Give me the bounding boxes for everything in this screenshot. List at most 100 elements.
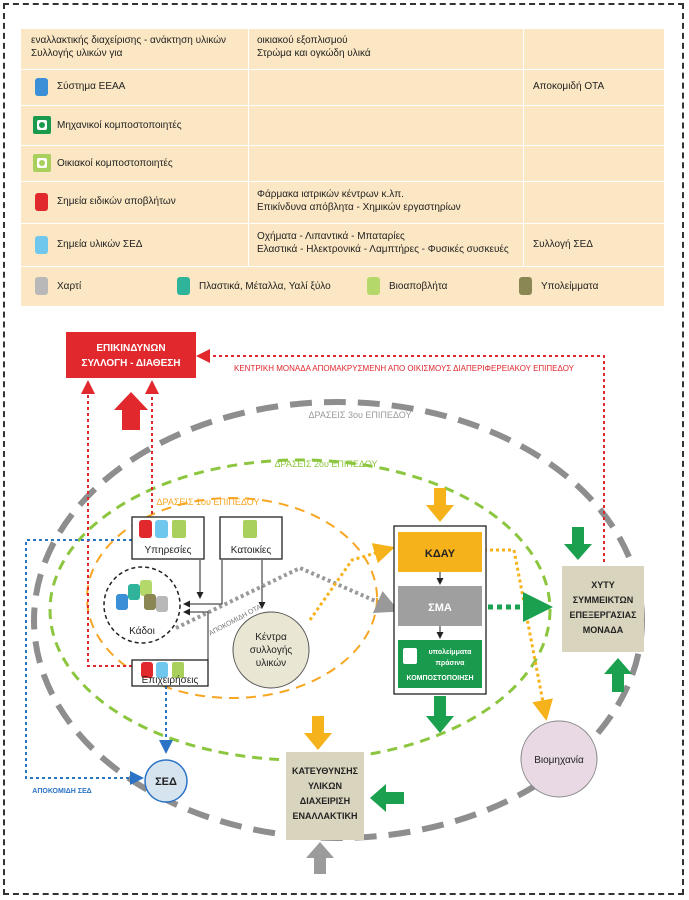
hazardous-title-2: ΣΥΛΛΟΓΗ - ΔΙΑΘΕΣΗ	[82, 358, 181, 369]
legend-row: Σύστημα ΕΕΑΑ Αποκομιδή ΟΤΑ	[21, 69, 664, 106]
mechanical-composter-icon	[33, 116, 51, 134]
green-up-arrow	[604, 658, 632, 692]
legend-text: Ελαστικά - Ηλεκτρονικά - Λαμπτήρες - Φυσ…	[257, 244, 509, 255]
alt-label-3: ΥΛΙΚΩΝ	[308, 781, 342, 791]
grey-up-arrow	[306, 842, 334, 874]
teal-bin-icon	[177, 277, 190, 295]
legend-text: Σημεία υλικών ΣΕΔ	[57, 239, 143, 250]
legend-text: εναλλακτικής διαχείρισης - ανάκτηση υλικ…	[31, 35, 227, 46]
mixed-unit-label-2: ΕΠΕΞΕΡΓΑΣΙΑΣ	[569, 610, 637, 620]
services-label: Υπηρεσίες	[145, 544, 192, 556]
mixed-unit-label-4: ΧΥΤΥ	[591, 580, 615, 590]
legend-col-divider	[523, 29, 524, 266]
legend-col-divider	[248, 29, 249, 266]
red-route-label: ΚΕΝΤΡΙΚΗ ΜΟΝΑΔΑ ΑΠΟΜΑΚΡΥΣΜΕΝΗ ΑΠΟ ΟΙΚΙΣΜ…	[234, 364, 575, 373]
sed-collection-label: ΑΠΟΚΟΜΙΔΗ ΣΕΔ	[32, 788, 91, 795]
hazardous-disposal-box	[66, 332, 196, 378]
home-composter-icon	[243, 520, 257, 538]
blue-bin-icon	[116, 594, 128, 610]
orange-route-line	[484, 548, 553, 721]
legend-text: Σύστημα ΕΕΑΑ	[57, 81, 126, 92]
mixed-waste-unit-box	[562, 566, 644, 652]
houses-label: Κατοικίες	[231, 544, 272, 556]
legend-row: Οικιακοί κομποστοποιητές	[21, 145, 664, 182]
legend-text: Στρώμα και ογκώδη υλικά	[257, 48, 371, 59]
bins-circle	[103, 566, 181, 644]
legend-row: Σημεία ειδικών αποβλήτων Φάρμακα ιατρικώ…	[21, 181, 664, 224]
legend-text: Πλαστικά, Μέταλλα, Υαλί ξύλο	[199, 281, 331, 292]
sed-circle	[144, 759, 188, 803]
legend-text: Σημεία ειδικών αποβλήτων	[57, 196, 176, 207]
green-left-arrow	[370, 784, 404, 812]
connector-arrow	[183, 608, 209, 660]
alt-label-2: ΔΙΑΧΕΙΡΙΣΗ	[300, 796, 350, 806]
ring3-label: ΔΡΑΣΕΙΣ 3ου ΕΠΙΠΕΔΟΥ	[309, 410, 412, 420]
alternative-management-box	[286, 752, 364, 840]
red-dotted-line	[81, 380, 132, 667]
lime-bin-icon	[140, 580, 152, 596]
mixed-unit-label-1: ΜΟΝΑΔΑ	[583, 625, 624, 635]
mechanical-composter-icon	[403, 648, 417, 664]
home-composter-icon	[33, 154, 51, 172]
sma-label: ΣΜΑ	[428, 602, 452, 614]
olive-bin-icon	[519, 277, 532, 295]
connector-arrow	[183, 560, 223, 608]
legend-text: Χαρτί	[57, 281, 82, 292]
green-down-arrow	[564, 527, 592, 560]
cyan-bin-icon	[35, 236, 48, 254]
lime-bin-icon	[367, 277, 380, 295]
legend-text: Συλλογή ΣΕΔ	[533, 239, 593, 250]
teal-bin-icon	[128, 584, 140, 600]
red-bin-icon	[141, 662, 153, 678]
orange-down-arrow	[426, 488, 454, 522]
home-composter-icon	[172, 662, 184, 678]
legend-row: Σημεία υλικών ΣΕΔ Οχήματα - Λιπαντικά - …	[21, 223, 664, 267]
olive-bin-icon	[144, 594, 156, 610]
legend-row: εναλλακτικής διαχείρισης - ανάκτηση υλικ…	[21, 29, 664, 70]
sed-label: ΣΕΔ	[155, 776, 177, 788]
red-route-line	[196, 349, 605, 562]
kday-label: ΚΔΑΥ	[425, 548, 456, 560]
hazardous-title-1: ΕΠΙΚΙΝΔΥΝΩΝ	[96, 343, 165, 354]
ring1-label: ΔΡΑΣΕΙΣ 1ου ΕΠΙΠΕΔΟΥ	[157, 497, 260, 507]
composting-label-2: πράσινα	[436, 660, 466, 667]
legend-row: Χαρτί Πλαστικά, Μέταλλα, Υαλί ξύλο Βιοαπ…	[21, 266, 664, 306]
legend-text: Επικίνδυνα απόβλητα - Χημικών εργαστηρίω…	[257, 202, 461, 213]
ring2-label: ΔΡΑΣΕΙΣ 2ου ΕΠΙΠΕΔΟΥ	[275, 459, 378, 469]
blue-dotted-line	[25, 539, 144, 785]
businesses-label: Επιχειρήσεις	[142, 674, 199, 686]
sma-box	[398, 586, 482, 626]
orange-down-arrow	[304, 716, 332, 750]
green-down-arrow	[426, 696, 454, 733]
cyan-bin-icon	[155, 520, 168, 538]
red-bin-icon	[35, 193, 48, 211]
legend-text: Οικιακοί κομποστοποιητές	[57, 158, 173, 169]
industry-label: Βιομηχανία	[534, 754, 584, 766]
legend-text: Βιοαποβλήτα	[389, 281, 448, 292]
legend-text: Φάρμακα ιατρικών κέντρων κ.λπ.	[257, 189, 404, 200]
legend-text: Οχήματα - Λιπαντικά - Μπαταρίες	[257, 231, 405, 242]
composting-label-3: υπολείμματα	[429, 648, 472, 656]
legend-text: Υπολείμματα	[541, 281, 599, 292]
legend-text: Μηχανικοί κομποστοποιητές	[57, 120, 182, 131]
cyan-bin-icon	[156, 662, 168, 678]
orange-route-line	[308, 543, 395, 621]
bins-label: Κάδοι	[129, 625, 155, 637]
red-bin-icon	[139, 520, 152, 538]
kday-box	[398, 532, 482, 572]
legend-table: εναλλακτικής διαχείρισης - ανάκτηση υλικ…	[21, 29, 664, 306]
blue-bin-icon	[35, 78, 48, 96]
mixed-unit-label-3: ΣΥΜΜΕΙΚΤΩΝ	[573, 595, 633, 605]
industry-circle	[520, 720, 598, 798]
grey-bin-icon	[35, 277, 48, 295]
centre-label-1: Κέντρα	[255, 631, 287, 643]
grey-bin-icon	[156, 596, 168, 612]
figure-frame	[3, 3, 684, 895]
legend-text: οικιακού εξοπλισμού	[257, 35, 348, 46]
collection-centre-circle	[232, 611, 310, 689]
alt-label-4: ΚΑΤΕΥΘΥΝΣΗΣ	[292, 766, 359, 776]
centre-label-3: υλικών	[256, 657, 286, 669]
legend-row: Μηχανικοί κομποστοποιητές	[21, 105, 664, 146]
home-composter-icon	[172, 520, 186, 538]
